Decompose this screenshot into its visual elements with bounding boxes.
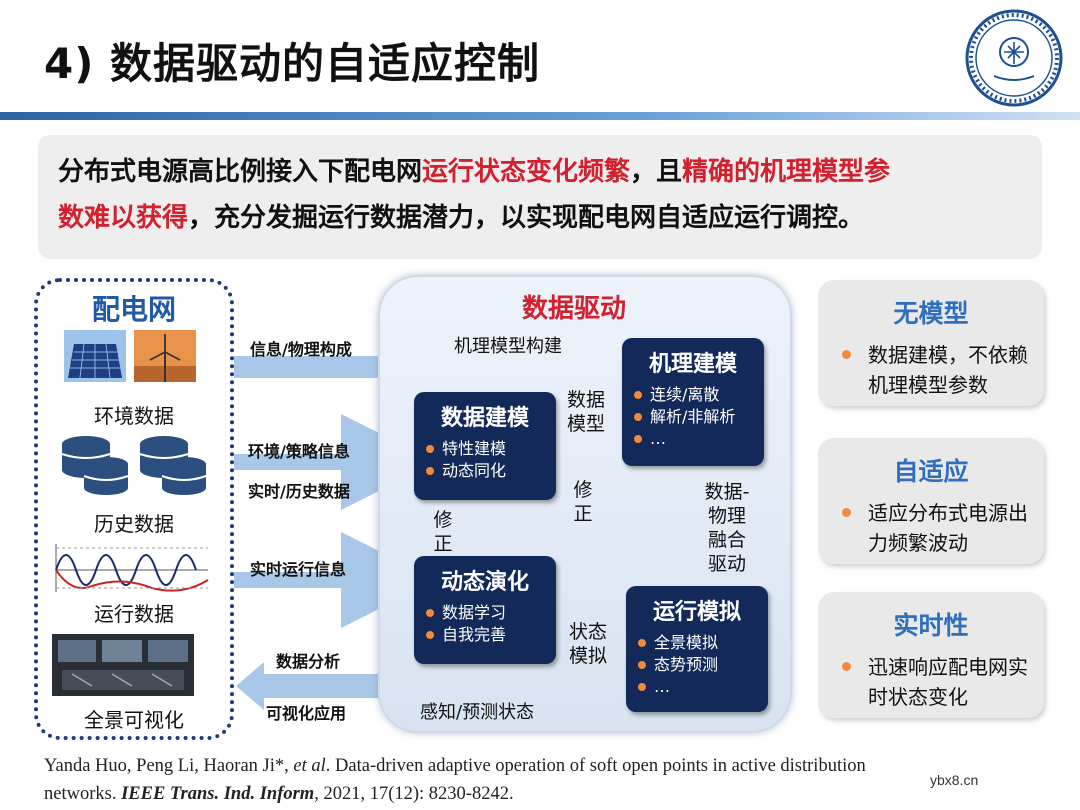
node-item: 解析/非解析 xyxy=(634,406,764,428)
summary-text: ，且 xyxy=(630,157,683,187)
ref-italic: et al xyxy=(293,756,326,776)
node-title: 运行模拟 xyxy=(652,600,741,625)
label-correction-left: 修 正 xyxy=(430,508,456,556)
label-state-sim: 状态 模拟 xyxy=(566,620,610,668)
label-line: 模拟 xyxy=(568,645,607,667)
node-item: 数据学习 xyxy=(426,602,556,624)
node-title: 动态演化 xyxy=(440,570,529,595)
node-item: … xyxy=(638,676,768,698)
summary-box: 分布式电源高比例接入下配电网运行状态变化频繁，且精确的机理模型参 数难以获得，充… xyxy=(38,135,1042,259)
flow-label-info: 信息/物理构成 xyxy=(250,340,352,359)
label-perception: 感知/预测状态 xyxy=(420,702,535,723)
label-line: 融合 xyxy=(707,529,746,551)
card-body: 适应分布式电源出力频繁波动 xyxy=(818,498,1044,558)
label-line: 修 xyxy=(573,479,593,501)
node-item: 特性建模 xyxy=(426,438,556,460)
label-line: 正 xyxy=(573,503,593,525)
title-underline-bar xyxy=(0,112,1080,120)
node-item: … xyxy=(634,428,764,450)
summary-text: ，充分发掘运行数据潜力，以实现配电网自适应运行调控。 xyxy=(188,203,865,233)
ref-text: networks. xyxy=(44,784,122,804)
node-item: 自我完善 xyxy=(426,624,556,646)
source-label-operation: 运行数据 xyxy=(94,602,174,626)
flow-label-realtime-op: 实时运行信息 xyxy=(250,560,347,579)
card-title: 实时性 xyxy=(893,611,969,640)
panel-title: 配电网 xyxy=(91,293,176,326)
card-title: 无模型 xyxy=(893,299,969,328)
node-mech-model: 机理建模 连续/离散 解析/非解析 … xyxy=(622,338,764,466)
node-item: 全景模拟 xyxy=(638,632,768,654)
label-fusion: 数据- 物理 融合 驱动 xyxy=(700,480,754,576)
watermark: ybx8.cn xyxy=(930,772,979,788)
flow-label-visual: 可视化应用 xyxy=(266,704,347,723)
label-data-model: 数据 模型 xyxy=(564,388,608,436)
reference-line-2: networks. IEEE Trans. Ind. Inform, 2021,… xyxy=(44,780,1044,808)
card-body: 数据建模，不依赖机理模型参数 xyxy=(818,340,1044,400)
solar-panel-icon xyxy=(64,330,126,382)
ref-text: . Data-driven adaptive operation of soft… xyxy=(325,756,866,776)
ref-text: , 2021, 17(12): 8230-8242. xyxy=(314,784,514,804)
node-data-model: 数据建模 特性建模 动态同化 xyxy=(414,392,556,500)
flow-label-analysis: 数据分析 xyxy=(276,652,341,671)
page-title: 4) 数据驱动的自适应控制 xyxy=(44,39,541,88)
waveform-icon xyxy=(55,544,209,592)
node-operation-simulation: 运行模拟 全景模拟 态势预测 … xyxy=(626,586,768,712)
label-line: 模型 xyxy=(566,413,605,435)
label-line: 数据- xyxy=(704,481,750,503)
flow-arrow-return-head xyxy=(236,662,264,710)
source-label-history: 历史数据 xyxy=(94,512,174,536)
label-line: 修 xyxy=(433,509,453,531)
summary-line-2: 数难以获得，充分发掘运行数据潜力，以实现配电网自适应运行调控。 xyxy=(58,195,1022,241)
summary-highlight: 运行状态变化频繁 xyxy=(422,157,631,187)
reference-line-1: Yanda Huo, Peng Li, Haoran Ji*, et al. D… xyxy=(44,752,1044,780)
node-item: 态势预测 xyxy=(638,654,768,676)
center-title: 数据驱动 xyxy=(522,294,627,324)
label-line: 物理 xyxy=(707,505,746,527)
tianjin-university-seal-icon xyxy=(965,9,1063,107)
node-item: 连续/离散 xyxy=(634,384,764,406)
flow-label-realtime-history: 实时/历史数据 xyxy=(248,482,350,501)
label-line: 数据 xyxy=(566,389,605,411)
wind-turbine-icon xyxy=(134,330,196,382)
label-correction-mid: 修 正 xyxy=(570,478,596,526)
control-room-icon xyxy=(52,634,194,696)
card-realtime: 实时性 迅速响应配电网实时状态变化 xyxy=(818,592,1044,718)
database-icon xyxy=(61,436,207,495)
label-line: 正 xyxy=(433,533,453,555)
card-title: 自适应 xyxy=(893,457,969,486)
summary-highlight: 精确的机理模型参 xyxy=(682,157,891,187)
ref-text: Yanda Huo, Peng Li, Haoran Ji*, xyxy=(44,756,294,776)
summary-line-1: 分布式电源高比例接入下配电网运行状态变化频繁，且精确的机理模型参 xyxy=(58,149,1022,195)
card-model-free: 无模型 数据建模，不依赖机理模型参数 xyxy=(818,280,1044,406)
node-title: 机理建模 xyxy=(648,352,737,377)
label-line: 驱动 xyxy=(707,553,746,575)
source-label-env: 环境数据 xyxy=(94,404,174,428)
card-body: 迅速响应配电网实时状态变化 xyxy=(818,652,1044,712)
flow-label-env: 环境/策略信息 xyxy=(248,442,350,461)
summary-text: 分布式电源高比例接入下配电网 xyxy=(58,157,423,187)
source-label-visual: 全景可视化 xyxy=(84,708,184,732)
distribution-network-panel xyxy=(34,278,234,740)
summary-highlight: 数难以获得 xyxy=(58,203,189,233)
ref-journal: IEEE Trans. Ind. Inform xyxy=(121,784,315,804)
card-adaptive: 自适应 适应分布式电源出力频繁波动 xyxy=(818,438,1044,564)
node-dynamic-evolution: 动态演化 数据学习 自我完善 xyxy=(414,556,556,664)
reference-citation: Yanda Huo, Peng Li, Haoran Ji*, et al. D… xyxy=(44,752,1044,808)
node-item: 动态同化 xyxy=(426,460,556,482)
label-line: 状态 xyxy=(568,621,607,643)
label-mechanism-build: 机理模型构建 xyxy=(454,336,562,357)
node-title: 数据建模 xyxy=(440,406,529,431)
